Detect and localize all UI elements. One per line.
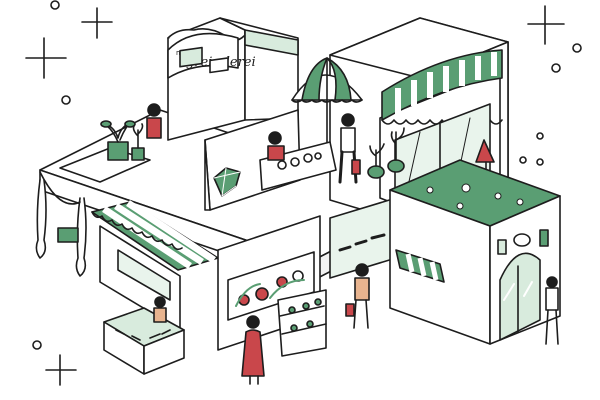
person-jeweler	[267, 131, 285, 161]
flower-cart	[277, 289, 327, 357]
person-woman-red-dress	[241, 315, 265, 385]
person-man-bags	[345, 263, 370, 329]
terrace-left	[59, 141, 151, 183]
person-doorway	[545, 276, 559, 345]
bench	[57, 227, 79, 243]
sparkle-icon	[25, 0, 582, 386]
potted-plant-right	[367, 127, 405, 179]
plant-icon-2	[131, 123, 145, 161]
plant-icon	[100, 120, 136, 143]
right-awning	[381, 49, 503, 125]
sign-panels	[179, 46, 229, 74]
green-shop-awning	[395, 249, 445, 283]
display-case	[103, 307, 185, 375]
person-balcony	[146, 103, 162, 139]
umbrella	[291, 57, 363, 149]
balcony-columns	[35, 171, 87, 277]
arched-door	[499, 252, 541, 341]
left-awning	[91, 200, 219, 271]
person-case-attendant	[153, 296, 167, 323]
bottle-icon	[497, 229, 549, 255]
green-shop-dots	[426, 183, 524, 210]
person-umbrella-man	[338, 113, 361, 184]
flower-icon	[235, 270, 305, 307]
jewelry-display	[277, 152, 322, 170]
diamond-icon	[213, 167, 241, 197]
